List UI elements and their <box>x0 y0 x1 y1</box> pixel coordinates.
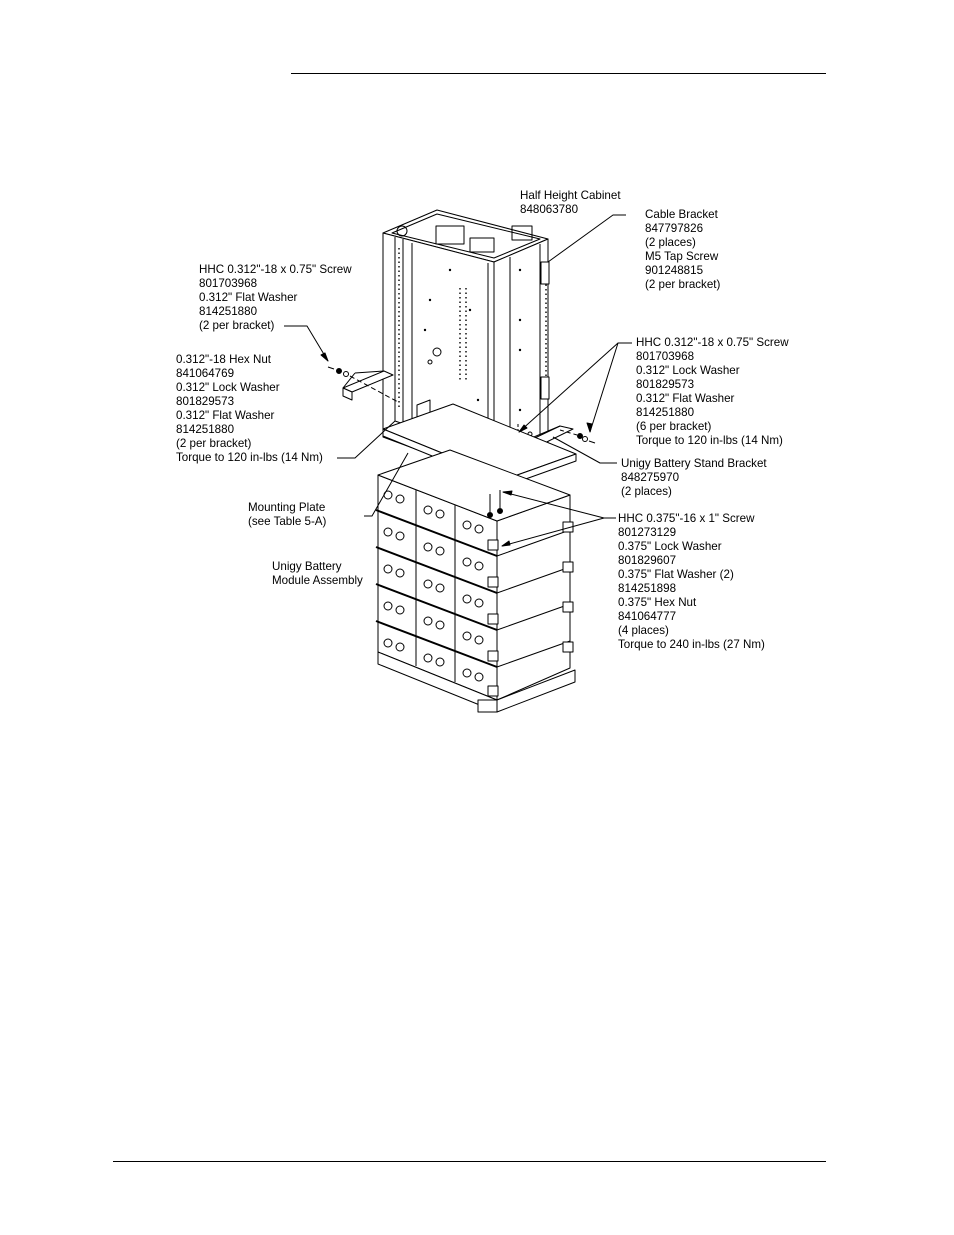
battery-terminals <box>383 490 484 682</box>
battery-tier-shelves <box>375 490 571 682</box>
label-mounting-plate: Mounting Plate (see Table 5-A) <box>248 501 327 528</box>
side-brackets <box>487 521 574 697</box>
label-stand-bracket: Unigy Battery Stand Bracket 848275970 (2… <box>621 457 767 498</box>
left-stand-bracket <box>342 370 394 401</box>
header-rule <box>291 73 826 74</box>
label-right-screw-hardware: HHC 0.312"-18 x 0.75" Screw 801703968 0.… <box>636 336 789 447</box>
label-left-nut-hardware: 0.312"-18 Hex Nut 841064769 0.312" Lock … <box>176 353 323 464</box>
label-left-screw-hardware: HHC 0.312"-18 x 0.75" Screw 801703968 0.… <box>199 263 352 332</box>
label-half-height-cabinet: Half Height Cabinet 848063780 <box>520 189 621 216</box>
large-screw-fasteners <box>487 490 503 518</box>
battery-module-assembly <box>375 449 576 713</box>
leader-lines <box>284 214 632 547</box>
label-battery-module: Unigy Battery Module Assembly <box>272 560 363 587</box>
label-large-screw-hardware: HHC 0.375"-16 x 1" Screw 801273129 0.375… <box>618 512 765 651</box>
left-fastener-set <box>327 366 399 403</box>
right-fastener-set <box>559 429 596 444</box>
label-cable-bracket: Cable Bracket 847797826 (2 places) M5 Ta… <box>645 208 721 291</box>
footer-rule <box>113 1161 826 1162</box>
